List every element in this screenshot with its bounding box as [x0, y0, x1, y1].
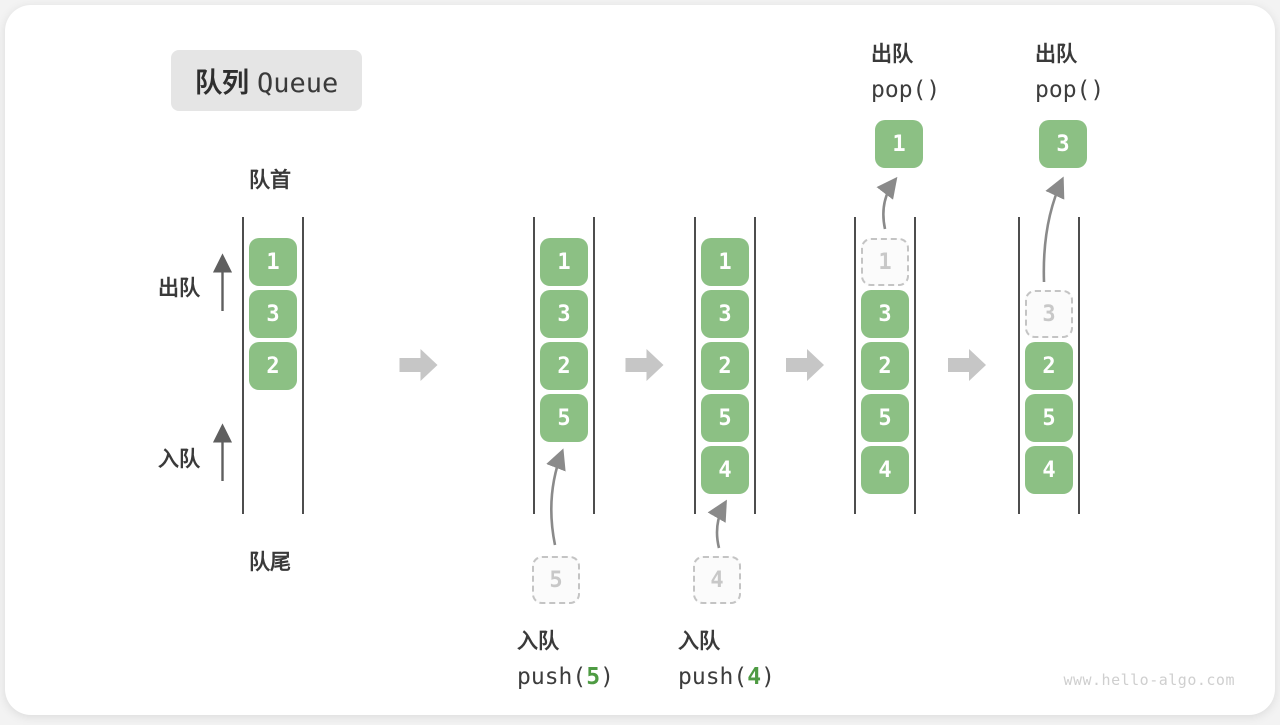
queue-wall-left — [694, 217, 696, 514]
queue-cell: 5 — [540, 394, 588, 442]
queue-cell: 3 — [701, 290, 749, 338]
queue-wall-right — [302, 217, 304, 514]
enqueue-4-arrow-icon — [707, 499, 727, 549]
operation-code: pop() — [1035, 77, 1105, 103]
next-step-arrow-icon — [948, 349, 986, 381]
queue-cell-removed: 3 — [1025, 290, 1073, 338]
label-dequeue-side: 出队 — [158, 277, 200, 300]
next-step-arrow-icon — [399, 349, 438, 381]
incoming-element: 4 — [693, 556, 741, 604]
queue-wall-left — [533, 217, 535, 514]
next-step-arrow-icon — [625, 349, 664, 381]
operation-label-enqueue: 入队 push(5) — [517, 625, 614, 690]
operation-label-zh: 出队 — [871, 43, 913, 66]
queue-wall-left — [854, 217, 856, 514]
operation-label-enqueue: 入队 push(4) — [678, 625, 775, 690]
operation-code: push(4) — [678, 664, 775, 690]
enqueue-5-arrow-icon — [546, 448, 566, 546]
operation-code: push(5) — [517, 664, 614, 690]
queue-cell: 1 — [540, 238, 588, 286]
queue-wall-left — [1018, 217, 1020, 514]
operation-code-arg: 4 — [747, 664, 762, 690]
label-enqueue-side: 入队 — [158, 448, 200, 471]
queue-cell: 2 — [540, 342, 588, 390]
queue-cell: 2 — [701, 342, 749, 390]
queue-cell: 5 — [1025, 394, 1073, 442]
operation-label-zh: 入队 — [517, 630, 559, 653]
queue-wall-right — [1078, 217, 1080, 514]
queue-cell: 3 — [249, 290, 297, 338]
popped-element: 1 — [875, 120, 923, 168]
queue-cell: 1 — [249, 238, 297, 286]
operation-label-dequeue: 出队 pop() — [1035, 38, 1104, 103]
queue-wall-left — [242, 217, 244, 514]
operation-label-zh: 入队 — [678, 630, 720, 653]
queue-cell: 2 — [249, 342, 297, 390]
arrow-layer — [212, 176, 1065, 549]
dequeue-3-arrow-icon — [1042, 176, 1065, 283]
queue-cell: 2 — [861, 342, 909, 390]
queue-cell: 4 — [701, 446, 749, 494]
watermark: www.hello-algo.com — [1063, 671, 1235, 689]
operation-code: pop() — [871, 77, 941, 103]
operation-label-zh: 出队 — [1035, 43, 1077, 66]
label-queue-rear: 队尾 — [249, 551, 291, 574]
dequeue-1-arrow-icon — [876, 176, 898, 230]
queue-cell-removed: 1 — [861, 238, 909, 286]
queue-cell: 3 — [861, 290, 909, 338]
operation-code-arg: 5 — [586, 664, 601, 690]
queue-cell: 1 — [701, 238, 749, 286]
diagram-title: 队列 Queue — [171, 50, 363, 111]
title-en: Queue — [257, 68, 339, 99]
operation-label-dequeue: 出队 pop() — [871, 38, 940, 103]
queue-cell: 2 — [1025, 342, 1073, 390]
incoming-element: 5 — [532, 556, 580, 604]
queue-wall-right — [754, 217, 756, 514]
queue-cell: 4 — [861, 446, 909, 494]
queue-cell: 4 — [1025, 446, 1073, 494]
queue-wall-right — [914, 217, 916, 514]
title-zh: 队列 — [195, 68, 249, 98]
popped-element: 3 — [1039, 120, 1087, 168]
queue-cell: 5 — [861, 394, 909, 442]
queue-cell: 5 — [701, 394, 749, 442]
queue-cell: 3 — [540, 290, 588, 338]
queue-wall-right — [593, 217, 595, 514]
label-queue-front: 队首 — [249, 169, 291, 192]
next-step-arrow-icon — [786, 349, 824, 381]
